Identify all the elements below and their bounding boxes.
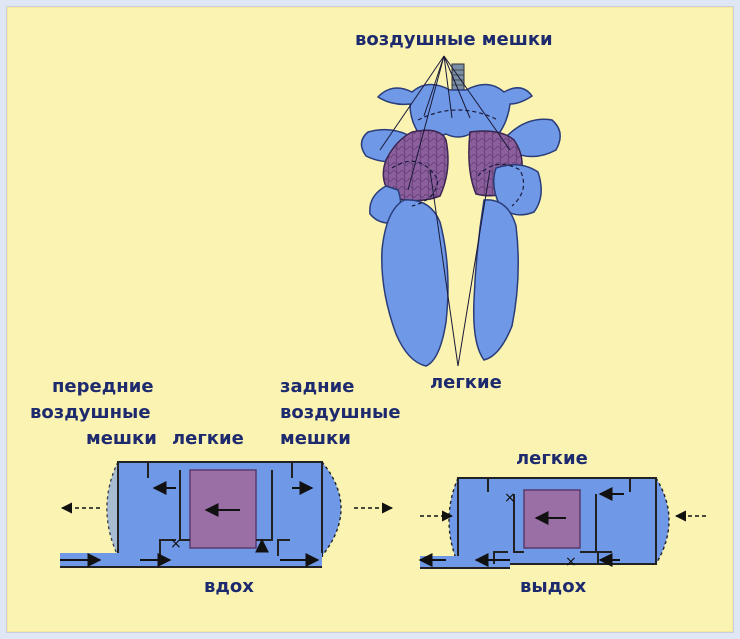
lungs-leader-lines bbox=[429, 169, 491, 367]
left-abdominal-sac bbox=[381, 199, 449, 367]
label-rear-sacs-3: мешки bbox=[280, 428, 351, 449]
trachea bbox=[451, 63, 465, 91]
label-lungs-inhale: легкие bbox=[172, 428, 244, 449]
label-front-sacs-2: воздушные bbox=[30, 402, 151, 423]
label-lungs-exhale: легкие bbox=[516, 448, 588, 469]
front-air-sac-top bbox=[376, 83, 534, 138]
svg-text:×: × bbox=[565, 554, 577, 570]
air-sacs-leader-lines bbox=[379, 55, 511, 191]
right-thoracic-sac bbox=[493, 164, 542, 216]
svg-text:×: × bbox=[504, 490, 516, 506]
bird-lungs-illustration bbox=[360, 55, 561, 367]
label-exhale: выдох bbox=[520, 576, 587, 597]
label-inhale: вдох bbox=[204, 576, 254, 597]
label-rear-sacs-1: задние bbox=[280, 376, 354, 397]
inhale-schematic: × bbox=[60, 461, 394, 568]
exhale-schematic: × × bbox=[418, 477, 706, 570]
label-air-sacs-top: воздушные мешки bbox=[355, 29, 553, 50]
right-abdominal-sac bbox=[472, 199, 519, 361]
label-rear-sacs-2: воздушные bbox=[280, 402, 401, 423]
label-front-sacs-3: мешки bbox=[86, 428, 157, 449]
label-front-sacs-1: передние bbox=[52, 376, 154, 397]
right-upper-sac bbox=[507, 118, 561, 158]
label-lungs-top: легкие bbox=[430, 372, 502, 393]
svg-text:×: × bbox=[170, 536, 182, 552]
